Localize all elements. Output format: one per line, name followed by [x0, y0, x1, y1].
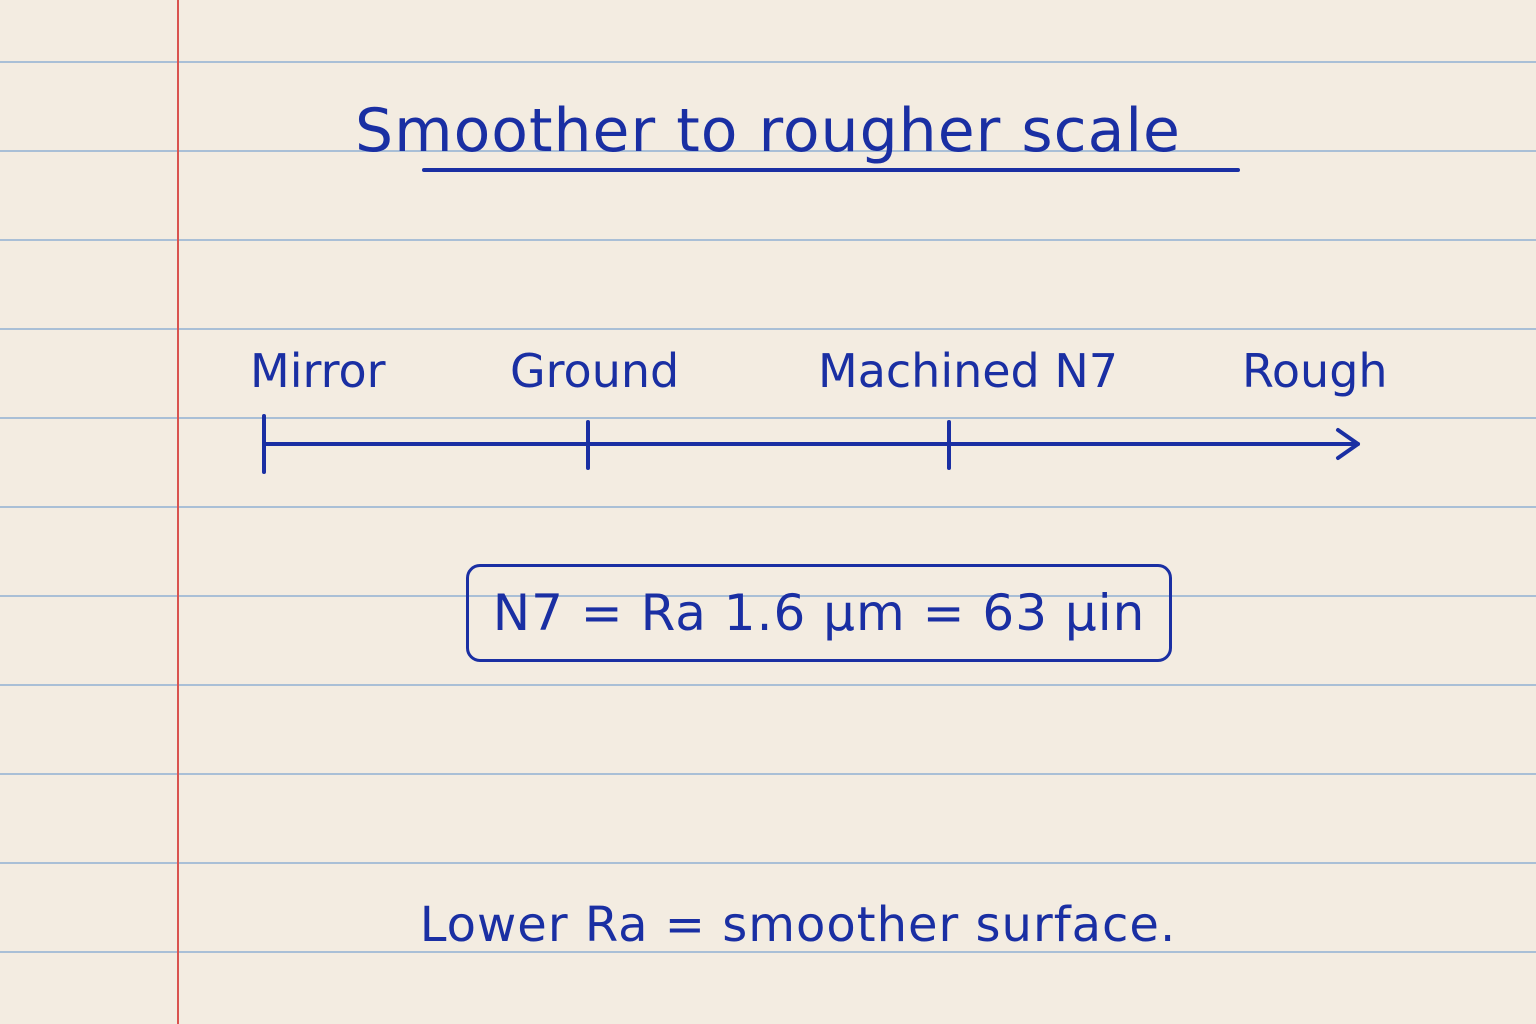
scale-arrowhead [1336, 428, 1360, 460]
scale-label-rough: Rough [1242, 344, 1388, 398]
margin-line [177, 0, 179, 1024]
equation-text: N7 = Ra 1.6 µm = 63 µin [492, 584, 1146, 642]
scale-label-machined-n7: Machined N7 [818, 344, 1119, 398]
title-underline [422, 168, 1240, 172]
page-title: Smoother to rougher scale [355, 96, 1181, 166]
footnote-text: Lower Ra = smoother surface. [419, 897, 1177, 953]
equation-box: N7 = Ra 1.6 µm = 63 µin [466, 564, 1172, 662]
scale-label-ground: Ground [510, 344, 680, 398]
scale-label-mirror: Mirror [250, 344, 386, 398]
